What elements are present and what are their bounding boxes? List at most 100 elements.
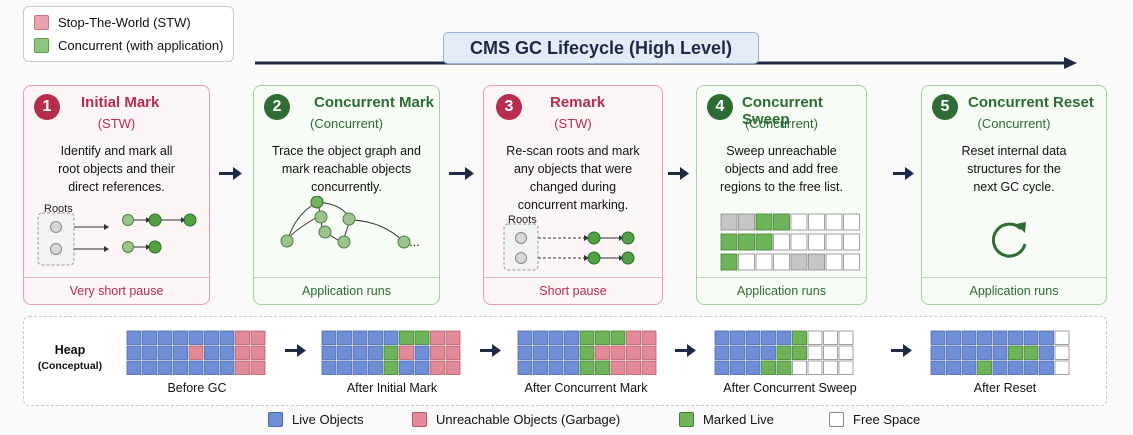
sweep-cell [755, 213, 773, 231]
legend-label: Marked Live [703, 412, 774, 427]
remark-graph: Roots [503, 214, 635, 271]
phase-concurrent-reset: 5 Concurrent Reset (Concurrent) Reset in… [921, 85, 1107, 305]
heap-arrows [285, 344, 912, 357]
phase-tag: (Concurrent) [745, 116, 818, 131]
heap-cell [992, 330, 1008, 345]
heap-cell [352, 330, 368, 345]
phase-footer: Application runs [697, 277, 866, 304]
heap-cell [399, 345, 414, 360]
heap-cell [337, 330, 352, 345]
heap-cell [383, 330, 399, 345]
heap-cell [368, 345, 383, 360]
heap-cell [930, 360, 946, 375]
heap-cell [946, 330, 961, 345]
desc-line: Identify and mark all [60, 144, 173, 158]
heap-cell [1008, 345, 1023, 360]
heap-cell [838, 330, 854, 345]
heap-cell [1054, 360, 1070, 375]
heap-cell [1039, 360, 1054, 375]
heap-cell [745, 360, 761, 375]
heap-cell [352, 360, 368, 375]
heap-cell [807, 360, 823, 375]
heap-cell [1054, 330, 1070, 345]
heap-cell [445, 345, 461, 360]
heap-cell [204, 360, 219, 375]
heap-cell [414, 330, 430, 345]
heap-cell [992, 360, 1008, 375]
desc-line: regions to the free list. [720, 180, 843, 194]
phase-remark: 3 Remark (STW) Re-scan roots and mark an… [483, 85, 663, 305]
heap-cell [321, 330, 337, 345]
sweep-cell [790, 213, 808, 231]
desc-line: Sweep unreachable [726, 144, 837, 158]
heap-cell [792, 360, 807, 375]
heap-cell [383, 360, 399, 375]
live-swatch [268, 412, 283, 427]
phase-name: Remark [550, 94, 606, 111]
graph-ellipsis: ... [409, 234, 420, 249]
heap-cell [807, 330, 823, 345]
heap-cell [157, 360, 173, 375]
phase-description: Trace the object graph and mark reachabl… [262, 142, 431, 196]
heap-cell [761, 330, 776, 345]
sweep-cell [738, 213, 755, 231]
sweep-cell [825, 233, 843, 251]
heap-cell [126, 345, 142, 360]
heap-cell [745, 330, 761, 345]
heap-cell [173, 360, 188, 375]
desc-line: mark reachable objects [281, 162, 412, 176]
desc-line: Re-scan roots and mark [506, 144, 640, 158]
heap-cell [1023, 360, 1039, 375]
heap-cell [142, 330, 157, 345]
heap-cell [1023, 330, 1039, 345]
concurrent-swatch [34, 38, 49, 53]
sweep-cell [843, 213, 860, 231]
heap-cell [321, 360, 337, 375]
phase-footer: Application runs [254, 277, 439, 304]
heap-cell [219, 330, 235, 345]
heap-cell [641, 330, 657, 345]
sweep-cell [720, 253, 738, 271]
phase-description: Sweep unreachable objects and add free r… [705, 142, 858, 196]
heap-cell [321, 345, 337, 360]
heap-cell [761, 360, 776, 375]
sweep-cell [773, 233, 790, 251]
heap-stage-label: After Reset [973, 381, 1037, 395]
heap-cell [579, 360, 595, 375]
heap-grids [126, 330, 1070, 375]
heap-cell [399, 330, 414, 345]
heap-cell [533, 330, 548, 345]
desc-line: direct references. [68, 180, 165, 194]
legend-item-marked: Marked Live [679, 412, 774, 427]
heap-cell [430, 360, 445, 375]
stw-swatch [34, 15, 49, 30]
legend-label-stw: Stop-The-World (STW) [58, 15, 191, 30]
heap-cell [745, 345, 761, 360]
desc-line: next GC cycle. [973, 180, 1055, 194]
heap-cell [626, 360, 641, 375]
heap-cell [730, 330, 745, 345]
heap-cell [961, 345, 977, 360]
sweep-cell [755, 253, 773, 271]
heap-cell [337, 345, 352, 360]
heap-cell [823, 345, 838, 360]
heap-cell [946, 360, 961, 375]
heap-cell [992, 345, 1008, 360]
heap-cell [173, 345, 188, 360]
roots-label: Roots [44, 203, 73, 215]
heap-cell [761, 345, 776, 360]
refresh-icon [992, 222, 1027, 258]
phase-concurrent-sweep: 4 Concurrent Sweep (Concurrent) Sweep un… [696, 85, 867, 305]
heap-cell [188, 330, 204, 345]
heap-cell [219, 360, 235, 375]
heap-cell [977, 345, 992, 360]
phase-description: Identify and mark all root objects and t… [32, 142, 201, 196]
sweep-cell [720, 213, 738, 231]
heap-cell [548, 330, 564, 345]
heap-cell [579, 330, 595, 345]
heap-cell [823, 330, 838, 345]
phase-initial-mark: 1 Initial Mark (STW) Identify and mark a… [23, 85, 210, 305]
heap-cell [1039, 345, 1054, 360]
phase-arrows [219, 167, 914, 180]
heap-cell [564, 345, 579, 360]
